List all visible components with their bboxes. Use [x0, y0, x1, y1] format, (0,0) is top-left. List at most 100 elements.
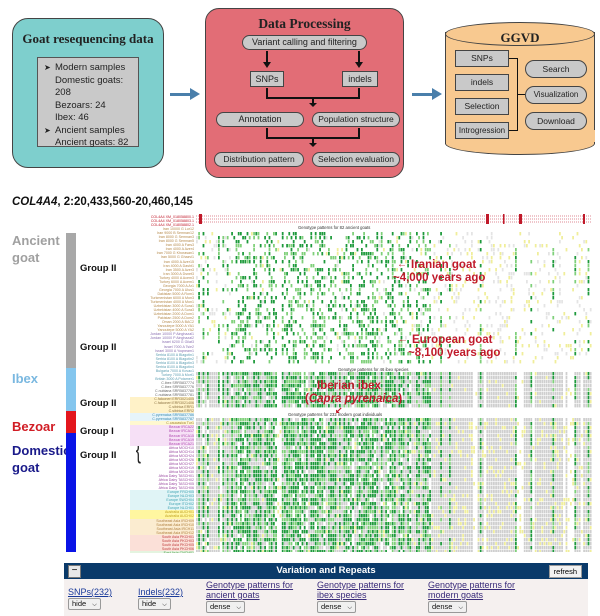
genotype-cell [429, 392, 431, 396]
genotype-cell [248, 380, 251, 384]
genotype-cell [237, 304, 240, 308]
genotype-cell [394, 446, 396, 450]
genotype-cell [446, 388, 449, 392]
genotype-cell [251, 422, 253, 426]
genotype-cell [262, 388, 264, 392]
genotype-cell [343, 340, 346, 344]
genotype-cell [440, 316, 442, 320]
genotype-cell [510, 380, 513, 384]
genotype-cell [486, 372, 489, 376]
genotype-cell [196, 438, 198, 442]
genotype-cell [240, 434, 242, 438]
genotype-cell [578, 396, 581, 400]
genotype-cell [259, 442, 262, 446]
genotype-cell [455, 376, 458, 380]
genotype-cell [418, 360, 420, 364]
genotype-cell [200, 450, 203, 454]
genotype-cell [552, 292, 555, 296]
genotype-cell [455, 384, 458, 388]
genotype-cell [545, 316, 548, 320]
genotype-cell [479, 356, 482, 360]
genotype-cell [460, 434, 462, 438]
genotype-cell [310, 324, 313, 328]
genotype-cell [257, 422, 260, 426]
genotype-cell [539, 422, 541, 426]
genotype-cell [231, 426, 233, 430]
genotype-cell [528, 384, 530, 388]
genotype-cell [352, 344, 354, 348]
genotype-cell [528, 272, 530, 276]
genotype-cell [262, 442, 264, 446]
genotype-cell [554, 454, 557, 458]
genotype-cell [213, 418, 216, 422]
genotype-cell [290, 372, 293, 376]
genotype-cell [495, 272, 497, 276]
genotype-cell [341, 418, 343, 422]
genotype-cell [444, 430, 447, 434]
genotype-cell [396, 400, 398, 404]
genotype-cell [411, 446, 414, 450]
genotype-cell [574, 458, 577, 462]
cylinder-top [445, 22, 595, 46]
genotype-cell [460, 380, 462, 384]
genotype-cell [391, 264, 394, 268]
genotype-cell [545, 454, 548, 458]
genotype-cell [284, 344, 286, 348]
genotype-cell [198, 380, 200, 384]
genotype-cell [286, 376, 288, 380]
genotype-cell [552, 426, 555, 430]
genotype-cell [363, 376, 365, 380]
genotype-cell [224, 404, 227, 408]
genotype-cell [218, 418, 220, 422]
sample-name: South Asia PKCH03 [130, 538, 194, 543]
genotype-cell [253, 232, 255, 236]
genotype-cell [361, 400, 363, 404]
genotype-cell [369, 380, 372, 384]
genotype-cell [339, 304, 341, 308]
genotype-cell [358, 396, 361, 400]
genotype-cell [400, 308, 403, 312]
genotype-cell [556, 388, 559, 392]
genotype-cell [207, 256, 209, 260]
genotype-cell [226, 372, 229, 376]
genotype-cell [378, 244, 381, 248]
genotype-cell [255, 446, 258, 450]
genotype-cell [222, 244, 225, 248]
genotype-cell [385, 450, 387, 454]
genotype-cell [288, 280, 291, 284]
group-bar-ibex [66, 368, 76, 411]
genotype-cell [523, 308, 526, 312]
genotype-cell [328, 396, 330, 400]
genotype-cell [385, 376, 387, 380]
genotype-cell [462, 438, 464, 442]
genotype-cell [233, 376, 236, 380]
genotype-cell [251, 280, 253, 284]
genotype-cell [196, 442, 198, 446]
genotype-cell [442, 392, 445, 396]
genotype-cell [400, 348, 403, 352]
genotype-cell [534, 396, 537, 400]
genotype-cell [224, 396, 227, 400]
genotype-cell [402, 380, 405, 384]
genotype-cell [561, 400, 563, 404]
genotype-cell [418, 264, 420, 268]
genotype-cell [376, 388, 379, 392]
genotype-cell [339, 392, 341, 396]
genotype-cell [537, 300, 539, 304]
genotype-cell [528, 404, 530, 408]
genotype-cell [391, 404, 394, 408]
genotype-cell [226, 450, 229, 454]
genotype-cell [455, 430, 458, 434]
genotype-cell [330, 422, 332, 426]
genotype-cell [576, 426, 579, 430]
genotype-cell [257, 388, 260, 392]
genotype-cell [543, 454, 546, 458]
genotype-cell [554, 434, 557, 438]
genotype-cell [286, 380, 288, 384]
genotype-cell [493, 376, 495, 380]
genotype-cell [323, 372, 326, 376]
genotype-cell [442, 380, 445, 384]
genotype-cell [464, 372, 467, 376]
genotype-cell [378, 430, 381, 434]
genotype-cell [420, 380, 423, 384]
